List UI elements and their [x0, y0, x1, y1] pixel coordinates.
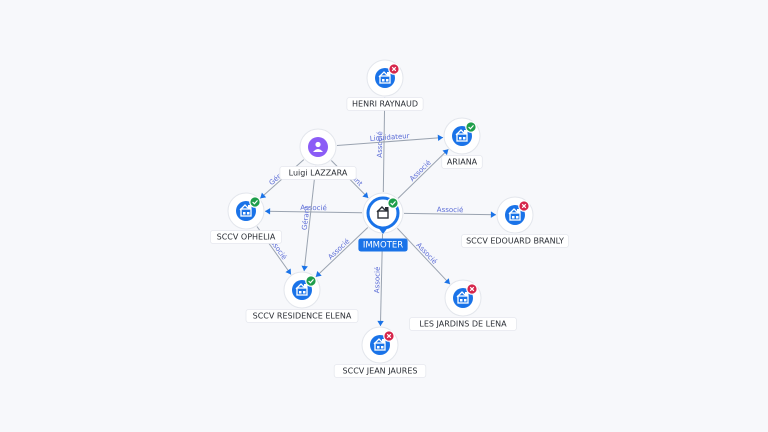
node-label-bg	[441, 155, 483, 169]
edge-line	[264, 210, 363, 214]
node-label: SCCV RESIDENCE ELENA	[253, 312, 352, 321]
building-icon	[373, 338, 386, 351]
edge-label: Associé	[437, 206, 464, 214]
edge-arrow	[377, 320, 384, 327]
node-label-bg	[333, 364, 427, 378]
error-badge-icon	[466, 283, 478, 295]
edge-center-henri: Associé	[376, 96, 388, 193]
error-badge-icon	[383, 330, 395, 342]
node-label-bg	[409, 317, 517, 331]
edge-arrow	[260, 192, 267, 199]
edge-arrow	[264, 208, 271, 215]
node-label-bg	[358, 238, 408, 252]
node-label: HENRI RAYNAUD	[352, 100, 418, 109]
check-badge-icon	[387, 197, 399, 209]
edge-center-ariana: Associé	[397, 148, 449, 199]
node-lena[interactable]: LES JARDINS DE LENA	[409, 279, 517, 331]
node-label: Luigi LAZZARA	[289, 169, 348, 178]
node-jaures[interactable]: SCCV JEAN JAURES	[333, 326, 427, 378]
edge-arrow	[315, 271, 322, 277]
node-luigi[interactable]: Luigi LAZZARA	[279, 128, 357, 180]
node-label: LES JARDINS DE LENA	[419, 320, 507, 329]
node-henri[interactable]: HENRI RAYNAUD	[346, 59, 424, 111]
building-icon	[239, 204, 252, 217]
edge-arrow	[442, 149, 449, 156]
error-badge-icon	[388, 63, 400, 75]
edge-center-elena: Associé	[315, 227, 369, 278]
edge-line	[403, 212, 497, 216]
node-ariana[interactable]: ARIANA	[441, 117, 483, 169]
edge-arrow	[490, 211, 497, 218]
edge-arrow	[444, 278, 450, 285]
edge-label: Associé	[415, 241, 439, 266]
edge-label: Associé	[373, 267, 382, 294]
node-label-bg	[461, 234, 569, 248]
node-label: SCCV OPHELIA	[217, 233, 276, 242]
edge-label: Liquidateur	[370, 132, 410, 143]
node-label-bg	[346, 97, 424, 111]
building-icon	[295, 283, 308, 296]
building-icon	[455, 129, 468, 142]
edge-label: Gérant	[301, 205, 312, 230]
node-label: SCCV EDOUARD BRANLY	[466, 237, 564, 246]
check-badge-icon	[249, 196, 261, 208]
edge-line	[336, 136, 444, 147]
edge-line	[315, 227, 369, 278]
edge-arrow	[285, 268, 292, 275]
nodes-layer: IMMOTER HENRI RAYNAUD ARIANA Luigi LAZZARA S…	[209, 59, 569, 378]
edge-line	[303, 165, 317, 272]
node-edouard[interactable]: SCCV EDOUARD BRANLY	[461, 196, 569, 248]
edge-arrow	[437, 134, 444, 142]
edge-center-lena: Associé	[397, 227, 451, 285]
edge-luigi-ariana: Liquidateur	[336, 132, 444, 147]
check-badge-icon	[305, 275, 317, 287]
node-label: IMMOTER	[363, 241, 403, 251]
building-icon	[376, 206, 389, 219]
error-badge-icon	[518, 200, 530, 212]
node-label: SCCV JEAN JAURES	[343, 367, 418, 376]
node-label: ARIANA	[447, 158, 478, 167]
edge-line	[397, 227, 451, 285]
edge-line	[382, 96, 386, 193]
check-badge-icon	[465, 121, 477, 133]
node-center[interactable]: IMMOTER	[358, 192, 408, 252]
edge-label: Associé	[376, 131, 384, 158]
person-icon	[313, 141, 323, 152]
node-elena[interactable]: SCCV RESIDENCE ELENA	[245, 271, 359, 323]
building-icon	[378, 71, 391, 84]
edge-label: Associé	[300, 204, 327, 212]
node-ophelia[interactable]: SCCV OPHELIA	[209, 192, 282, 244]
node-label-bg	[245, 309, 359, 323]
edge-luigi-elena: Gérant	[301, 165, 317, 272]
building-icon	[456, 291, 469, 304]
node-label-bg	[209, 230, 282, 244]
edge-label: Associé	[408, 159, 433, 183]
node-label-bg	[279, 166, 357, 180]
edge-center-edouard: Associé	[403, 206, 497, 218]
edge-line	[397, 148, 449, 199]
edge-center-ophelia: Associé	[264, 204, 363, 215]
edge-arrow	[362, 192, 369, 199]
edge-arrow	[301, 265, 308, 272]
edge-label: Associé	[327, 237, 352, 261]
building-icon	[508, 208, 521, 221]
